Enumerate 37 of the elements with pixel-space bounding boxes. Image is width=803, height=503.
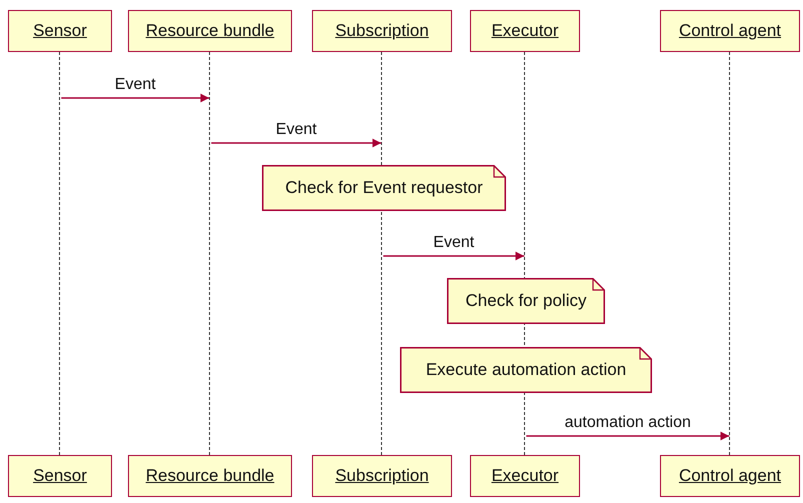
note [447, 278, 605, 324]
lifeline [209, 52, 212, 455]
participant-name: Resource bundle [146, 21, 274, 41]
note [400, 347, 652, 393]
participant-name: Sensor [33, 21, 87, 41]
edge-label: Event [114, 76, 156, 94]
edge-label: Event [276, 121, 317, 139]
lifeline [59, 52, 62, 455]
participant-box [312, 10, 452, 52]
note-text: Check for Event requestor [285, 178, 483, 198]
message-arrow [61, 94, 210, 102]
note-text: Check for policy [466, 291, 586, 311]
participant-box [128, 455, 292, 497]
note [262, 165, 506, 211]
participant-name: Executor [491, 21, 559, 41]
participant-box [312, 455, 452, 497]
note-text: Execute automation action [426, 360, 626, 380]
edge-label: automation action [564, 414, 691, 432]
participant-name: Control agent [678, 21, 782, 41]
lifeline [729, 52, 732, 455]
participant-box [128, 10, 292, 52]
participant-box [660, 455, 800, 497]
message-arrow [383, 252, 524, 260]
participant-name: Executor [491, 466, 559, 486]
participant-name: Control agent [678, 466, 782, 486]
participant-name: Subscription [335, 466, 429, 486]
message-arrow [211, 138, 382, 148]
participant-box [8, 455, 112, 497]
participant-name: Subscription [335, 21, 429, 41]
participant-name: Resource bundle [146, 466, 274, 486]
participant-box [470, 10, 580, 52]
participant-name: Sensor [33, 466, 87, 486]
edge-label: Event [433, 234, 474, 252]
message-arrow [526, 432, 730, 440]
participant-box [660, 10, 800, 52]
participant-box [8, 10, 112, 52]
participant-box [470, 455, 580, 497]
